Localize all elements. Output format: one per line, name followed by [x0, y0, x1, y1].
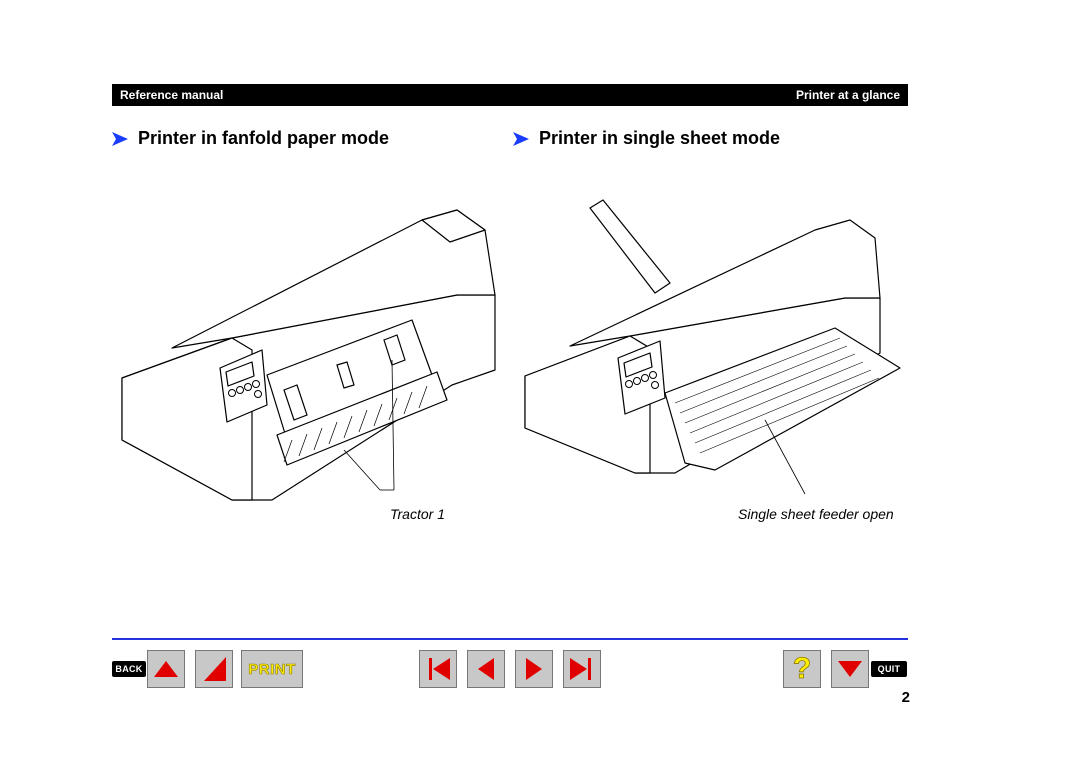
header-right-label: Printer at a glance [795, 88, 900, 102]
arrow-right-icon [513, 131, 529, 146]
section-title-fanfold-text: Printer in fanfold paper mode [138, 128, 390, 148]
last-page-icon [570, 658, 591, 680]
next-page-button[interactable] [515, 650, 553, 688]
arrow-right-icon [112, 131, 128, 146]
fanfold-printer-illustration [121, 209, 496, 501]
header-bar: Reference manual Printer at a glance [112, 84, 908, 106]
page-number: 2 [901, 689, 910, 706]
quit-button[interactable]: QUIT [871, 661, 907, 677]
section-title-single-sheet: Printer in single sheet mode [513, 128, 780, 149]
section-title-fanfold: Printer in fanfold paper mode [112, 128, 389, 149]
next-page-icon [526, 658, 542, 680]
previous-page-button[interactable] [467, 650, 505, 688]
first-page-icon [429, 658, 450, 680]
previous-page-icon [478, 658, 494, 680]
triangle-up-icon [154, 661, 178, 677]
last-page-button[interactable] [563, 650, 601, 688]
back-arrow-button[interactable] [147, 650, 185, 688]
single-sheet-printer-illustration [524, 199, 901, 495]
print-label: PRINT [248, 660, 296, 678]
triangle-down-icon [838, 661, 862, 677]
return-button[interactable] [195, 650, 233, 688]
back-button[interactable]: BACK [112, 661, 146, 677]
forward-arrow-button[interactable] [831, 650, 869, 688]
tractor-caption: Tractor 1 [390, 506, 445, 522]
first-page-button[interactable] [419, 650, 457, 688]
header-left-label: Reference manual [120, 88, 224, 102]
footer-rule [112, 638, 908, 640]
corner-arrow-icon [204, 657, 226, 681]
section-title-single-sheet-text: Printer in single sheet mode [539, 128, 781, 148]
help-button[interactable]: ? [783, 650, 821, 688]
single-sheet-feeder-caption: Single sheet feeder open [738, 506, 894, 522]
question-mark-icon: ? [792, 652, 812, 685]
print-button[interactable]: PRINT [241, 650, 303, 688]
